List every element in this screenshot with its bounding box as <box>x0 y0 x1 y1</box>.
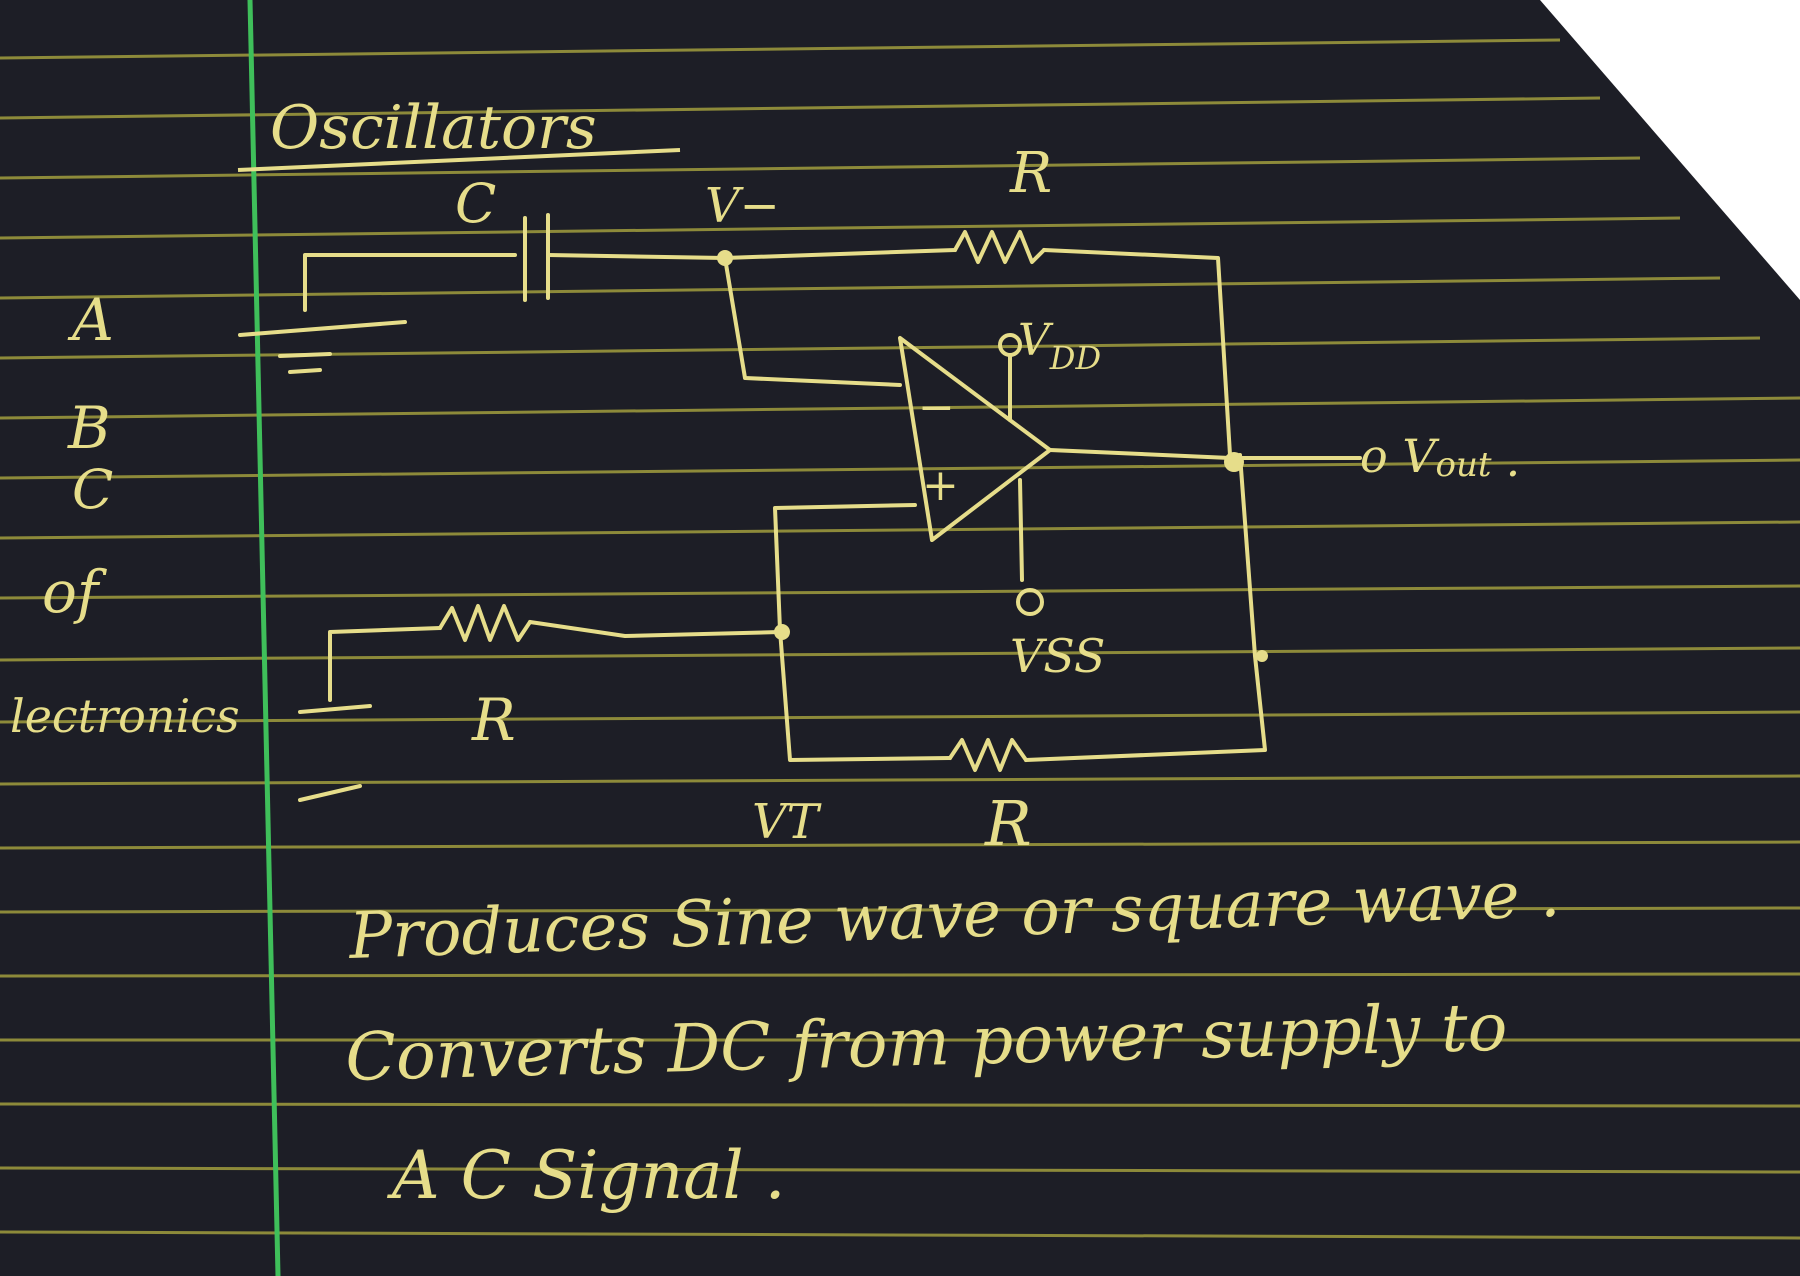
resistor-divider <box>948 738 1028 772</box>
page-title: Oscillators <box>270 93 597 163</box>
vss-terminal <box>1016 588 1044 616</box>
node-v-minus-label: V− <box>705 178 780 234</box>
terminals <box>998 333 1044 616</box>
capacitor-label: C <box>455 172 496 235</box>
plus-sign: + <box>922 460 959 511</box>
junction-output <box>1224 452 1244 472</box>
circuit-wires <box>238 213 1362 802</box>
op-amp <box>898 336 1052 542</box>
margin-letter-b: B <box>67 394 111 462</box>
margin-word-of: of <box>42 558 108 626</box>
feedback-resistor-label: R <box>1009 141 1052 206</box>
vdd-terminal <box>998 333 1022 357</box>
margin-letter-c: C <box>72 458 113 521</box>
junction-vt <box>774 624 790 640</box>
vt-label: VT <box>752 794 822 850</box>
title-underline <box>237 148 681 172</box>
junction-v-minus <box>717 250 733 266</box>
note-line-1: Produces Sine wave or square wave . <box>347 858 1561 974</box>
margin-letter-a: A <box>67 286 114 354</box>
resistor-feedback <box>953 230 1046 264</box>
junction-right <box>1256 650 1268 662</box>
paper-edge <box>1540 0 1800 300</box>
margin-line <box>247 0 281 1276</box>
ground-wire-top <box>303 253 517 312</box>
note-line-3: A C Signal . <box>386 1137 786 1214</box>
circuit-junctions <box>717 250 1268 662</box>
divider-resistor-label: R <box>984 787 1032 860</box>
minus-sign: − <box>918 382 955 433</box>
vss-label: VSS <box>1010 629 1105 683</box>
vdd-label: VDD <box>1018 315 1101 377</box>
vout-label: o Vout. <box>1360 429 1520 487</box>
note-line-2: Converts DC from power supply to <box>344 989 1508 1096</box>
input-resistor-label: R <box>471 686 516 754</box>
margin-word-electronics: lectronics <box>10 689 240 743</box>
resistor-input <box>438 604 532 642</box>
